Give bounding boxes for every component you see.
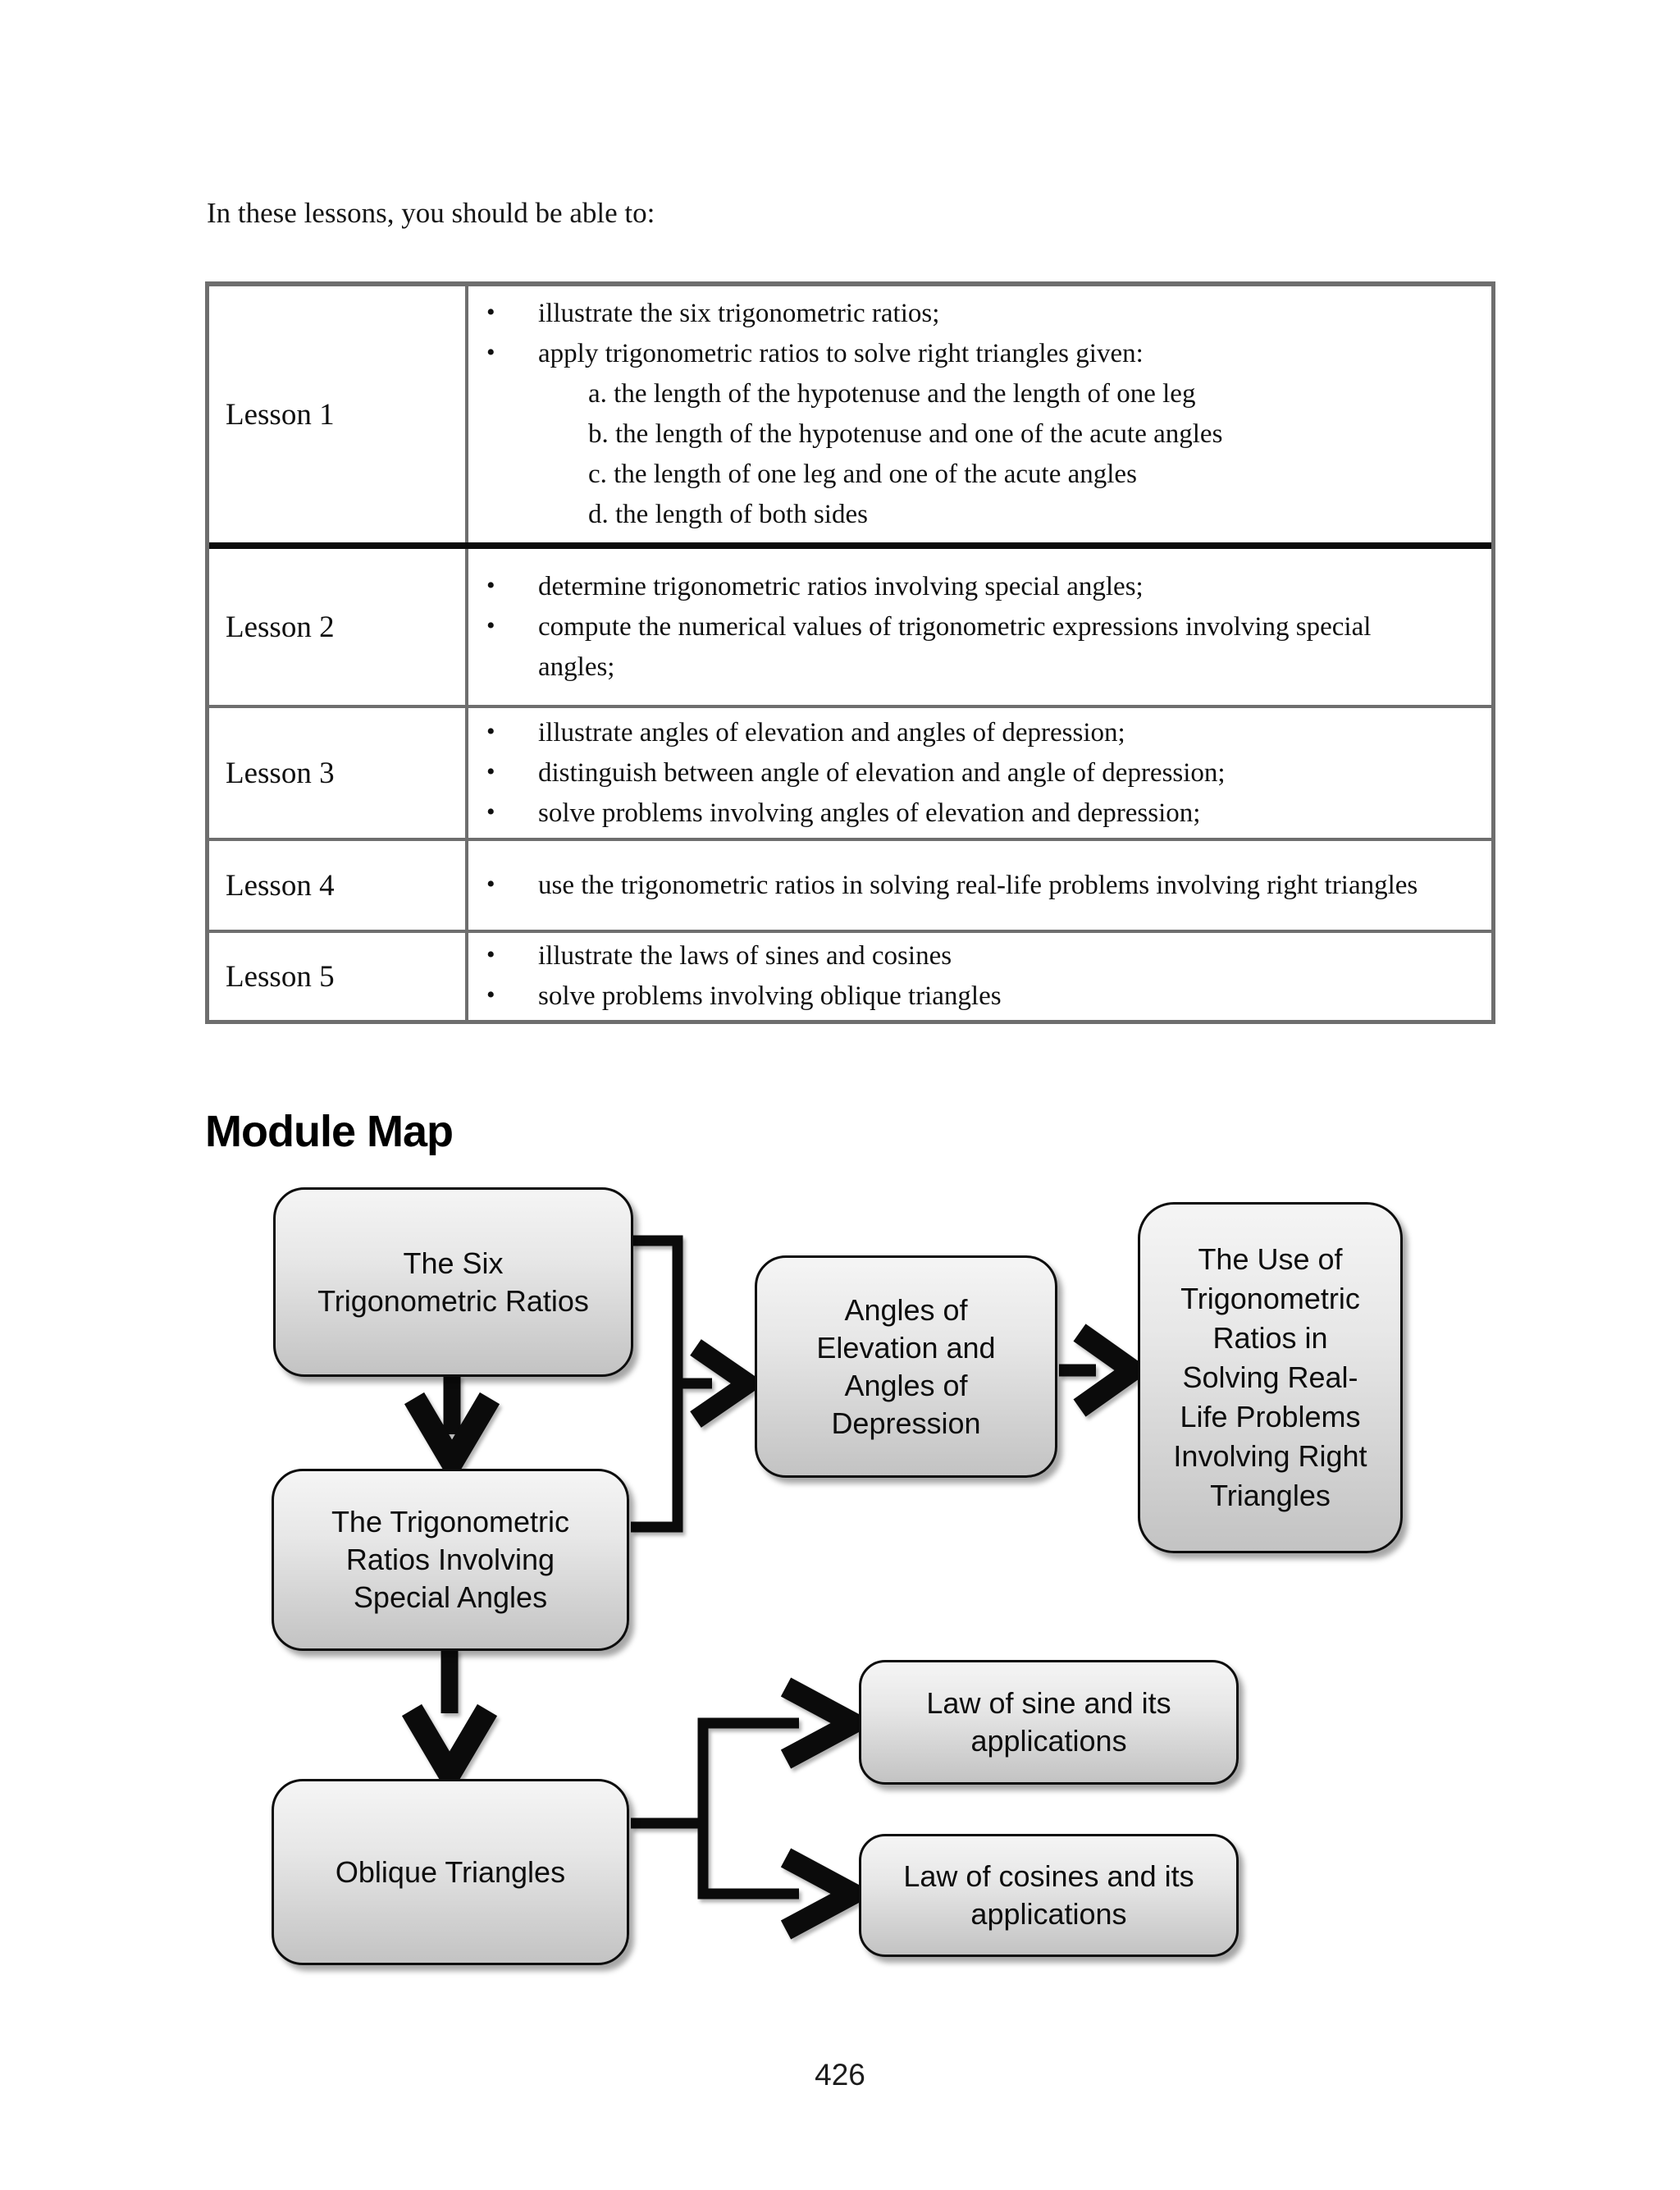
table-row-lesson-1: Lesson 1 • illustrate the six trigonometr… bbox=[209, 286, 1491, 542]
intro-text: In these lessons, you should be able to: bbox=[207, 197, 655, 229]
bullet-icon: • bbox=[486, 611, 495, 639]
node-label: Law of sine and its applications bbox=[926, 1686, 1171, 1758]
list-item: • illustrate angles of elevation and angl… bbox=[468, 713, 1446, 753]
lesson-label: Lesson 5 bbox=[209, 933, 468, 1020]
objective-text: b. the length of the hypotenuse and one … bbox=[588, 419, 1223, 449]
lesson-label: Lesson 1 bbox=[209, 286, 468, 542]
bullet-icon: • bbox=[486, 941, 495, 968]
objective-text: compute the numerical values of trigonom… bbox=[538, 611, 1372, 682]
list-subitem: c. the length of one leg and one of the … bbox=[468, 455, 1446, 495]
objective-text: c. the length of one leg and one of the … bbox=[588, 459, 1137, 489]
bullet-icon: • bbox=[486, 798, 495, 825]
node-law-of-cosines: Law of cosines and its applications bbox=[859, 1834, 1239, 1957]
node-label: The Six Trigonometric Ratios bbox=[317, 1246, 589, 1318]
list-subitem: d. the length of both sides bbox=[468, 495, 1446, 535]
table-row-lesson-4: Lesson 4 • use the trigonometric ratios i… bbox=[209, 838, 1491, 930]
node-label: Law of cosines and its applications bbox=[903, 1859, 1194, 1931]
arrowhead-to-cosines-icon bbox=[780, 1848, 876, 1940]
table-row-lesson-3: Lesson 3 • illustrate angles of elevation… bbox=[209, 705, 1491, 838]
objective-text: solve problems involving oblique triangl… bbox=[538, 981, 1002, 1011]
objective-text: a. the length of the hypotenuse and the … bbox=[588, 379, 1196, 409]
node-label: Angles of Elevation and Angles of Depres… bbox=[816, 1292, 996, 1440]
objective-text: use the trigonometric ratios in solving … bbox=[538, 870, 1418, 900]
lesson-objectives: • illustrate angles of elevation and angl… bbox=[468, 708, 1491, 838]
list-item: • compute the numerical values of trigono… bbox=[468, 607, 1446, 688]
bullet-icon: • bbox=[486, 981, 495, 1008]
node-use-of-trig-ratios: The Use of Trigonometric Ratios in Solvi… bbox=[1138, 1202, 1403, 1553]
lesson-objectives: • use the trigonometric ratios in solving… bbox=[468, 841, 1491, 930]
objective-text: apply trigonometric ratios to solve righ… bbox=[538, 339, 1144, 368]
lesson-label: Lesson 2 bbox=[209, 549, 468, 705]
lesson-label: Lesson 4 bbox=[209, 841, 468, 930]
node-trig-ratios-special-angles: The Trigonometric Ratios Involving Speci… bbox=[272, 1469, 629, 1651]
list-item: • solve problems involving oblique triang… bbox=[468, 976, 1446, 1017]
arrowhead-to-sine-icon bbox=[780, 1677, 876, 1769]
list-item: • determine trigonometric ratios involvin… bbox=[468, 567, 1446, 607]
list-item: • illustrate the six trigonometric ratios… bbox=[468, 294, 1446, 334]
node-angles-elevation-depression: Angles of Elevation and Angles of Depres… bbox=[755, 1255, 1057, 1478]
table-row-lesson-2: Lesson 2 • determine trigonometric ratios… bbox=[209, 542, 1491, 705]
table-row-lesson-5: Lesson 5 • illustrate the laws of sines a… bbox=[209, 930, 1491, 1020]
bullet-icon: • bbox=[486, 717, 495, 745]
lesson-objectives: • illustrate the six trigonometric ratios… bbox=[468, 286, 1491, 542]
list-item: • solve problems involving angles of elev… bbox=[468, 793, 1446, 834]
bullet-icon: • bbox=[486, 757, 495, 785]
bullet-icon: • bbox=[486, 299, 495, 326]
down-arrow1-head-icon bbox=[404, 1392, 500, 1485]
objective-text: distinguish between angle of elevation a… bbox=[538, 757, 1226, 788]
lesson-label: Lesson 3 bbox=[209, 708, 468, 838]
list-subitem: a. the length of the hypotenuse and the … bbox=[468, 374, 1446, 414]
node-law-of-sine: Law of sine and its applications bbox=[859, 1660, 1239, 1785]
objective-text: d. the length of both sides bbox=[588, 500, 868, 529]
lesson-objectives: • illustrate the laws of sines and cosine… bbox=[468, 933, 1491, 1020]
down-arrow2-head-icon bbox=[401, 1703, 498, 1797]
node-six-trig-ratios: The Six Trigonometric Ratios bbox=[273, 1187, 633, 1377]
objective-text: determine trigonometric ratios involving… bbox=[538, 571, 1144, 601]
bullet-icon: • bbox=[486, 339, 495, 366]
objective-text: solve problems involving angles of eleva… bbox=[538, 798, 1201, 828]
list-item: • apply trigonometric ratios to solve rig… bbox=[468, 334, 1446, 374]
arrowhead-to-angles-icon bbox=[690, 1339, 766, 1428]
bullet-icon: • bbox=[486, 571, 495, 599]
objective-text: illustrate the laws of sines and cosines bbox=[538, 941, 952, 971]
page-number: 426 bbox=[815, 2058, 865, 2092]
objectives-table: Lesson 1 • illustrate the six trigonometr… bbox=[205, 281, 1495, 1024]
node-label: The Use of Trigonometric Ratios in Solvi… bbox=[1173, 1242, 1367, 1512]
node-oblique-triangles: Oblique Triangles bbox=[272, 1779, 629, 1965]
list-subitem: b. the length of the hypotenuse and one … bbox=[468, 414, 1446, 455]
lesson-objectives: • determine trigonometric ratios involvin… bbox=[468, 549, 1491, 705]
node-label: The Trigonometric Ratios Involving Speci… bbox=[331, 1505, 570, 1614]
list-item: • use the trigonometric ratios in solving… bbox=[468, 866, 1446, 906]
list-item: • distinguish between angle of elevation … bbox=[468, 753, 1446, 793]
arrowhead-to-use-icon bbox=[1073, 1324, 1152, 1417]
objective-text: illustrate angles of elevation and angle… bbox=[538, 717, 1125, 748]
connector-bracket-bottom bbox=[631, 1717, 799, 1900]
connector-bracket-top bbox=[631, 1235, 683, 1533]
bullet-icon: • bbox=[486, 870, 495, 898]
node-label: Oblique Triangles bbox=[335, 1854, 566, 1889]
list-item: • illustrate the laws of sines and cosine… bbox=[468, 936, 1446, 976]
module-map-heading: Module Map bbox=[205, 1107, 454, 1156]
objective-text: illustrate the six trigonometric ratios; bbox=[538, 299, 940, 328]
